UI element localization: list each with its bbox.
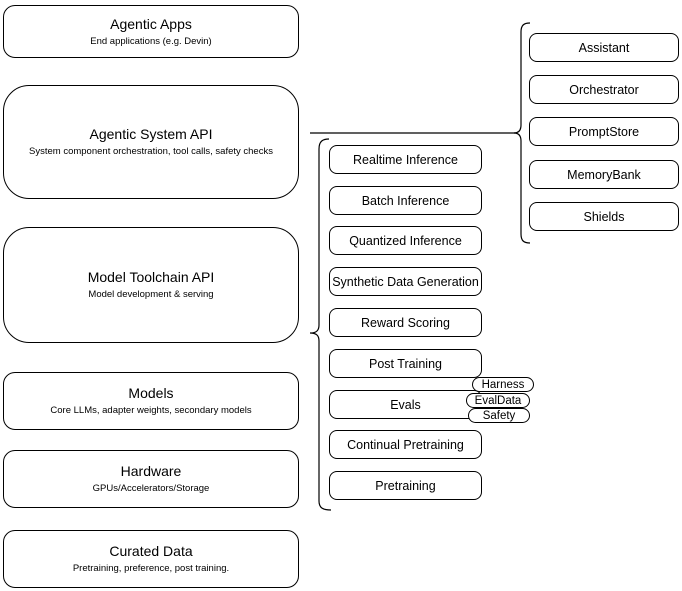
node-title: Hardware (120, 463, 182, 479)
toolchain-item-continual-pretraining: Continual Pretraining (329, 430, 482, 459)
component-assistant: Assistant (529, 33, 679, 62)
brace-components-icon (513, 22, 531, 244)
node-title: Model Toolchain API (87, 269, 215, 285)
component-shields: Shields (529, 202, 679, 231)
node-agentic-apps: Agentic Apps End applications (e.g. Devi… (3, 5, 299, 58)
node-subtitle: System component orchestration, tool cal… (29, 146, 273, 157)
eval-tag-safety: Safety (468, 408, 530, 423)
node-subtitle: Pretraining, preference, post training. (72, 563, 230, 574)
node-agentic-system-api: Agentic System API System component orch… (3, 85, 299, 199)
toolchain-item-reward-scoring: Reward Scoring (329, 308, 482, 337)
node-models: Models Core LLMs, adapter weights, secon… (3, 372, 299, 430)
toolchain-item-realtime-inference: Realtime Inference (329, 145, 482, 174)
node-subtitle: Model development & serving (88, 289, 214, 300)
brace-toolchain-icon (309, 138, 332, 511)
toolchain-item-post-training: Post Training (329, 349, 482, 378)
toolchain-item-quantized-inference: Quantized Inference (329, 226, 482, 255)
component-promptstore: PromptStore (529, 117, 679, 146)
toolchain-item-batch-inference: Batch Inference (329, 186, 482, 215)
node-title: Curated Data (109, 543, 193, 559)
node-curated-data: Curated Data Pretraining, preference, po… (3, 530, 299, 588)
node-model-toolchain-api: Model Toolchain API Model development & … (3, 227, 299, 343)
node-title: Agentic System API (89, 126, 213, 142)
toolchain-item-synthetic-data-generation: Synthetic Data Generation (329, 267, 482, 296)
toolchain-item-pretraining: Pretraining (329, 471, 482, 500)
toolchain-item-evals: Evals (329, 390, 482, 419)
node-subtitle: GPUs/Accelerators/Storage (92, 483, 210, 494)
node-title: Agentic Apps (110, 15, 192, 32)
node-hardware: Hardware GPUs/Accelerators/Storage (3, 450, 299, 508)
node-title: Models (128, 385, 174, 401)
eval-tag-harness: Harness (472, 377, 534, 392)
component-memorybank: MemoryBank (529, 160, 679, 189)
node-subtitle: Core LLMs, adapter weights, secondary mo… (50, 405, 252, 416)
component-orchestrator: Orchestrator (529, 75, 679, 104)
eval-tag-evaldata: EvalData (466, 393, 530, 408)
node-subtitle: End applications (e.g. Devin) (90, 35, 212, 47)
